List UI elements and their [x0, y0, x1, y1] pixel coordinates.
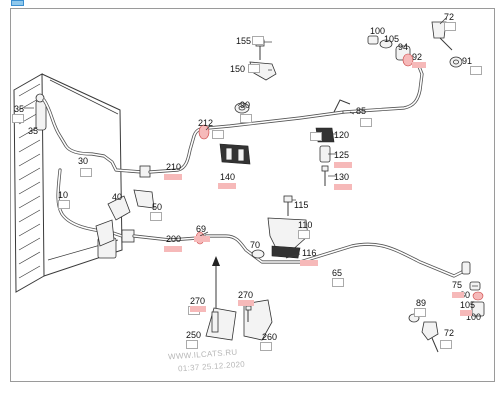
- callout-69[interactable]: 69: [196, 224, 207, 234]
- ref-box[interactable]: [440, 340, 452, 349]
- callout-72-bottom[interactable]: 72: [444, 328, 455, 338]
- callout-270-right[interactable]: 270: [238, 290, 254, 300]
- callout-35-lower[interactable]: 35: [28, 126, 39, 136]
- callout-94[interactable]: 94: [398, 42, 409, 52]
- callout-65[interactable]: 65: [332, 268, 343, 278]
- diagram-frame: [10, 8, 495, 382]
- highlight-130[interactable]: [334, 184, 352, 190]
- ref-box[interactable]: [298, 230, 310, 239]
- ref-box[interactable]: [80, 168, 92, 177]
- callout-270-left[interactable]: 270: [190, 296, 206, 306]
- highlight-105[interactable]: [460, 310, 472, 316]
- callout-200[interactable]: 200: [166, 234, 182, 244]
- fittings-bottom: [408, 261, 485, 353]
- ref-box[interactable]: [470, 66, 482, 75]
- callout-100-top[interactable]: 100: [370, 26, 386, 36]
- callout-130[interactable]: 130: [334, 172, 350, 182]
- highlight-125[interactable]: [334, 162, 352, 168]
- fittings-top: [367, 21, 463, 68]
- callout-110[interactable]: 110: [298, 220, 313, 230]
- callout-212[interactable]: 212: [198, 118, 214, 128]
- callout-10[interactable]: 10: [58, 190, 69, 200]
- callout-140[interactable]: 140: [220, 172, 236, 182]
- callout-260[interactable]: 260: [262, 332, 278, 342]
- highlight-270-right[interactable]: [238, 300, 254, 306]
- callout-150[interactable]: 150: [230, 64, 246, 74]
- highlight-140[interactable]: [218, 183, 236, 189]
- callout-89[interactable]: 89: [416, 298, 427, 308]
- condenser-drawing: [13, 73, 123, 293]
- callout-50[interactable]: 50: [152, 202, 163, 212]
- callout-40[interactable]: 40: [112, 192, 123, 202]
- highlight-69[interactable]: [194, 236, 210, 242]
- callout-155[interactable]: 155: [236, 36, 252, 46]
- ref-box[interactable]: [260, 342, 272, 351]
- callout-125[interactable]: 125: [334, 150, 350, 160]
- callout-210[interactable]: 210: [166, 162, 182, 172]
- ref-box[interactable]: [414, 308, 426, 317]
- callout-70[interactable]: 70: [250, 240, 261, 250]
- highlight-116[interactable]: [300, 260, 318, 266]
- callout-115[interactable]: 115: [294, 200, 309, 210]
- callout-250[interactable]: 250: [186, 330, 202, 340]
- callout-116[interactable]: 116: [302, 248, 317, 258]
- callout-75[interactable]: 75: [452, 280, 463, 290]
- ref-box[interactable]: [310, 132, 322, 141]
- callout-90[interactable]: 90: [240, 100, 251, 110]
- ref-box[interactable]: [444, 22, 456, 31]
- highlight-270-left[interactable]: [190, 306, 206, 312]
- ref-box[interactable]: [58, 200, 70, 209]
- callout-92[interactable]: 92: [412, 52, 423, 62]
- ref-box[interactable]: [332, 278, 344, 287]
- ref-box[interactable]: [150, 212, 162, 221]
- highlight-210[interactable]: [164, 174, 182, 180]
- ref-box[interactable]: [212, 130, 224, 139]
- highlight-75[interactable]: [452, 292, 464, 298]
- highlight-200[interactable]: [164, 246, 182, 252]
- ref-box[interactable]: [248, 64, 260, 73]
- callout-105-bottom[interactable]: 105: [460, 300, 476, 310]
- callout-35-upper[interactable]: 35: [14, 104, 25, 114]
- callout-72-top[interactable]: 72: [444, 12, 455, 22]
- ref-box[interactable]: [360, 118, 372, 127]
- callout-80[interactable]: 80: [460, 290, 471, 300]
- ref-box[interactable]: [12, 114, 24, 123]
- ref-box[interactable]: [186, 340, 198, 349]
- corner-tab[interactable]: [11, 0, 24, 6]
- callout-85[interactable]: 85: [356, 106, 367, 116]
- highlight-92[interactable]: [412, 62, 426, 68]
- ref-box[interactable]: [240, 114, 252, 123]
- callout-91[interactable]: 91: [462, 56, 473, 66]
- ref-box[interactable]: [252, 36, 264, 45]
- callout-105-top[interactable]: 105: [384, 34, 400, 44]
- callout-120[interactable]: 120: [334, 130, 350, 140]
- callout-30[interactable]: 30: [78, 156, 89, 166]
- callout-100-bottom[interactable]: 100: [466, 312, 482, 322]
